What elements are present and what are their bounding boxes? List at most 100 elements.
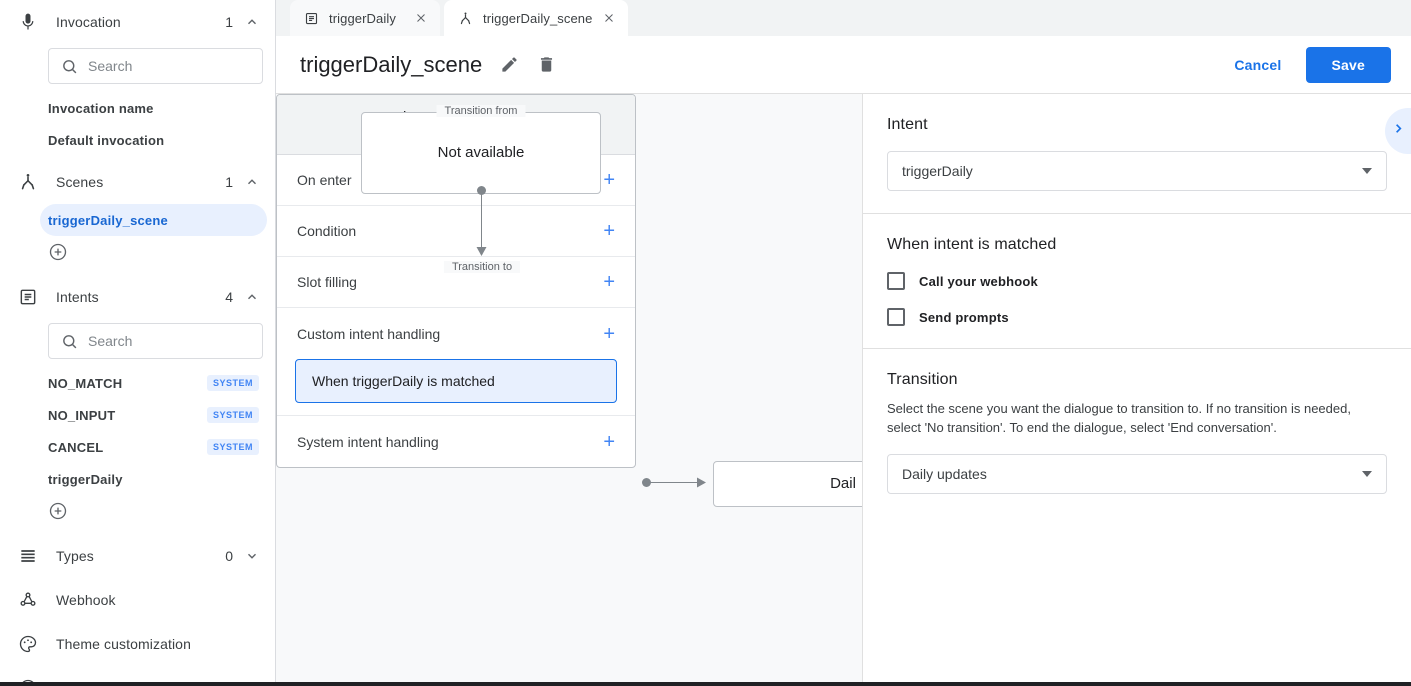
intents-search-input[interactable]: [88, 333, 269, 349]
transition-from-node[interactable]: Transition from Not available: [361, 105, 601, 194]
left-sidebar: Invocation 1 Invocation name Default inv…: [0, 0, 276, 686]
sidebar-group-label: Types: [56, 548, 94, 564]
sidebar-item-no-input[interactable]: NO_INPUT SYSTEM: [40, 399, 267, 431]
intents-list-icon: [16, 285, 40, 309]
scene-row-on-enter[interactable]: On enter +: [277, 155, 635, 206]
scene-row-label: Condition: [297, 223, 357, 239]
add-intent-row: [48, 495, 275, 534]
right-panel: Intent triggerDaily When intent is match…: [862, 94, 1411, 686]
add-on-enter-icon[interactable]: +: [603, 169, 615, 191]
close-icon[interactable]: [414, 11, 428, 25]
sidebar-group-count: 0: [225, 548, 233, 564]
intents-search-wrap: [0, 319, 275, 367]
scene-row-slot-filling[interactable]: Slot filling +: [277, 257, 635, 308]
tab-triggerdaily-scene[interactable]: triggerDaily_scene: [444, 0, 629, 36]
sidebar-item-no-match[interactable]: NO_MATCH SYSTEM: [40, 367, 267, 399]
scene-fork-icon: [16, 170, 40, 194]
chevron-up-icon[interactable]: [245, 175, 259, 189]
status-badge: SYSTEM: [206, 439, 259, 455]
connector-line-vertical: [481, 190, 482, 252]
chevron-down-icon[interactable]: [245, 549, 259, 563]
tab-triggerdaily[interactable]: triggerDaily: [290, 0, 440, 36]
add-slot-filling-icon[interactable]: +: [603, 271, 615, 293]
pencil-icon[interactable]: [500, 55, 519, 74]
checkbox-box[interactable]: [887, 308, 905, 326]
sidebar-item-label: triggerDaily: [48, 471, 123, 487]
checkbox-send-prompts[interactable]: Send prompts: [887, 308, 1387, 326]
main-area: triggerDaily triggerDaily_scene triggerD…: [276, 0, 1411, 686]
transition-to-legend: Transition to: [443, 261, 521, 273]
sidebar-group-intents[interactable]: Intents 4: [0, 275, 275, 319]
intents-search-box[interactable]: [48, 323, 269, 359]
trash-icon[interactable]: [537, 55, 556, 74]
bottom-edge-strip: [0, 682, 1411, 686]
invocation-search-input[interactable]: [88, 58, 269, 74]
sidebar-item-label: Webhook: [56, 592, 116, 608]
scene-row-condition[interactable]: Condition +: [277, 206, 635, 257]
add-condition-icon[interactable]: +: [603, 220, 615, 242]
cancel-button[interactable]: Cancel: [1220, 48, 1295, 82]
sidebar-item-label: triggerDaily_scene: [48, 212, 168, 228]
checkbox-box[interactable]: [887, 272, 905, 290]
sidebar-group-count: 1: [225, 174, 233, 190]
transition-target-node[interactable]: Tr Dail: [713, 461, 862, 507]
chevron-up-icon[interactable]: [245, 290, 259, 304]
sidebar-item-label: CANCEL: [48, 439, 104, 455]
scene-group-custom-intent-handling: Custom intent handling + When triggerDai…: [277, 308, 635, 416]
sidebar-item-triggerdaily[interactable]: triggerDaily: [40, 463, 267, 495]
panel-section-intent: Intent triggerDaily: [863, 94, 1411, 214]
status-badge: SYSTEM: [206, 407, 259, 423]
sidebar-item-invocation-name[interactable]: Invocation name: [40, 92, 267, 124]
sidebar-group-label: Intents: [56, 289, 99, 305]
transition-from-text: Not available: [437, 144, 525, 161]
dropdown-caret-icon: [1362, 471, 1372, 477]
status-badge: SYSTEM: [206, 375, 259, 391]
add-scene-icon[interactable]: [48, 243, 68, 266]
sidebar-item-default-invocation[interactable]: Default invocation: [40, 124, 267, 156]
search-icon: [61, 333, 78, 350]
add-system-intent-handling-icon[interactable]: +: [603, 430, 615, 453]
scene-row-label: System intent handling: [297, 433, 439, 450]
sidebar-group-count: 1: [225, 14, 233, 30]
save-button[interactable]: Save: [1305, 46, 1391, 83]
scene-row-custom-intent-handling[interactable]: Custom intent handling +: [277, 308, 635, 359]
microphone-icon: [16, 10, 40, 34]
sidebar-item-label: NO_MATCH: [48, 375, 123, 391]
sidebar-group-types[interactable]: Types 0: [0, 534, 275, 578]
dropdown-caret-icon: [1362, 168, 1372, 174]
scene-canvas[interactable]: Transition from Not available Transition…: [276, 94, 862, 686]
sidebar-group-invocation[interactable]: Invocation 1: [0, 0, 275, 44]
close-icon[interactable]: [602, 11, 616, 25]
when-matched-title: When intent is matched: [887, 236, 1057, 253]
sidebar-item-cancel[interactable]: CANCEL SYSTEM: [40, 431, 267, 463]
transition-target-text: Dail: [830, 475, 856, 492]
page-title: triggerDaily_scene: [300, 51, 483, 77]
checkbox-label: Send prompts: [919, 309, 1009, 325]
body-area: Transition from Not available Transition…: [276, 94, 1411, 686]
sidebar-item-webhook[interactable]: Webhook: [0, 578, 275, 622]
transition-select-value: Daily updates: [902, 466, 987, 482]
tab-label: triggerDaily_scene: [483, 10, 593, 26]
transition-select[interactable]: Daily updates: [887, 454, 1387, 494]
page-header: triggerDaily_scene Cancel Save: [276, 36, 1411, 94]
webhook-icon: [16, 588, 40, 612]
connector-arrow-down: [476, 247, 487, 256]
add-custom-intent-handling-icon[interactable]: +: [603, 322, 615, 345]
intent-icon: [304, 11, 319, 26]
sidebar-item-triggerdaily-scene[interactable]: triggerDaily_scene: [40, 204, 267, 236]
intent-select[interactable]: triggerDaily: [887, 151, 1387, 191]
add-intent-icon[interactable]: [48, 502, 68, 525]
intent-select-value: triggerDaily: [902, 163, 973, 179]
chevron-up-icon[interactable]: [245, 15, 259, 29]
intent-handler-chip[interactable]: When triggerDaily is matched: [295, 359, 617, 403]
scene-row-label: Custom intent handling: [297, 325, 441, 342]
sidebar-item-theme-customization[interactable]: Theme customization: [0, 622, 275, 666]
sidebar-group-label: Invocation: [56, 14, 121, 30]
sidebar-group-scenes[interactable]: Scenes 1: [0, 160, 275, 204]
checkbox-call-your-webhook[interactable]: Call your webhook: [887, 272, 1387, 290]
sidebar-group-label: Scenes: [56, 174, 104, 190]
invocation-search-box[interactable]: [48, 48, 269, 84]
scene-row-system-intent-handling[interactable]: System intent handling +: [277, 416, 635, 467]
scene-icon: [458, 11, 473, 26]
